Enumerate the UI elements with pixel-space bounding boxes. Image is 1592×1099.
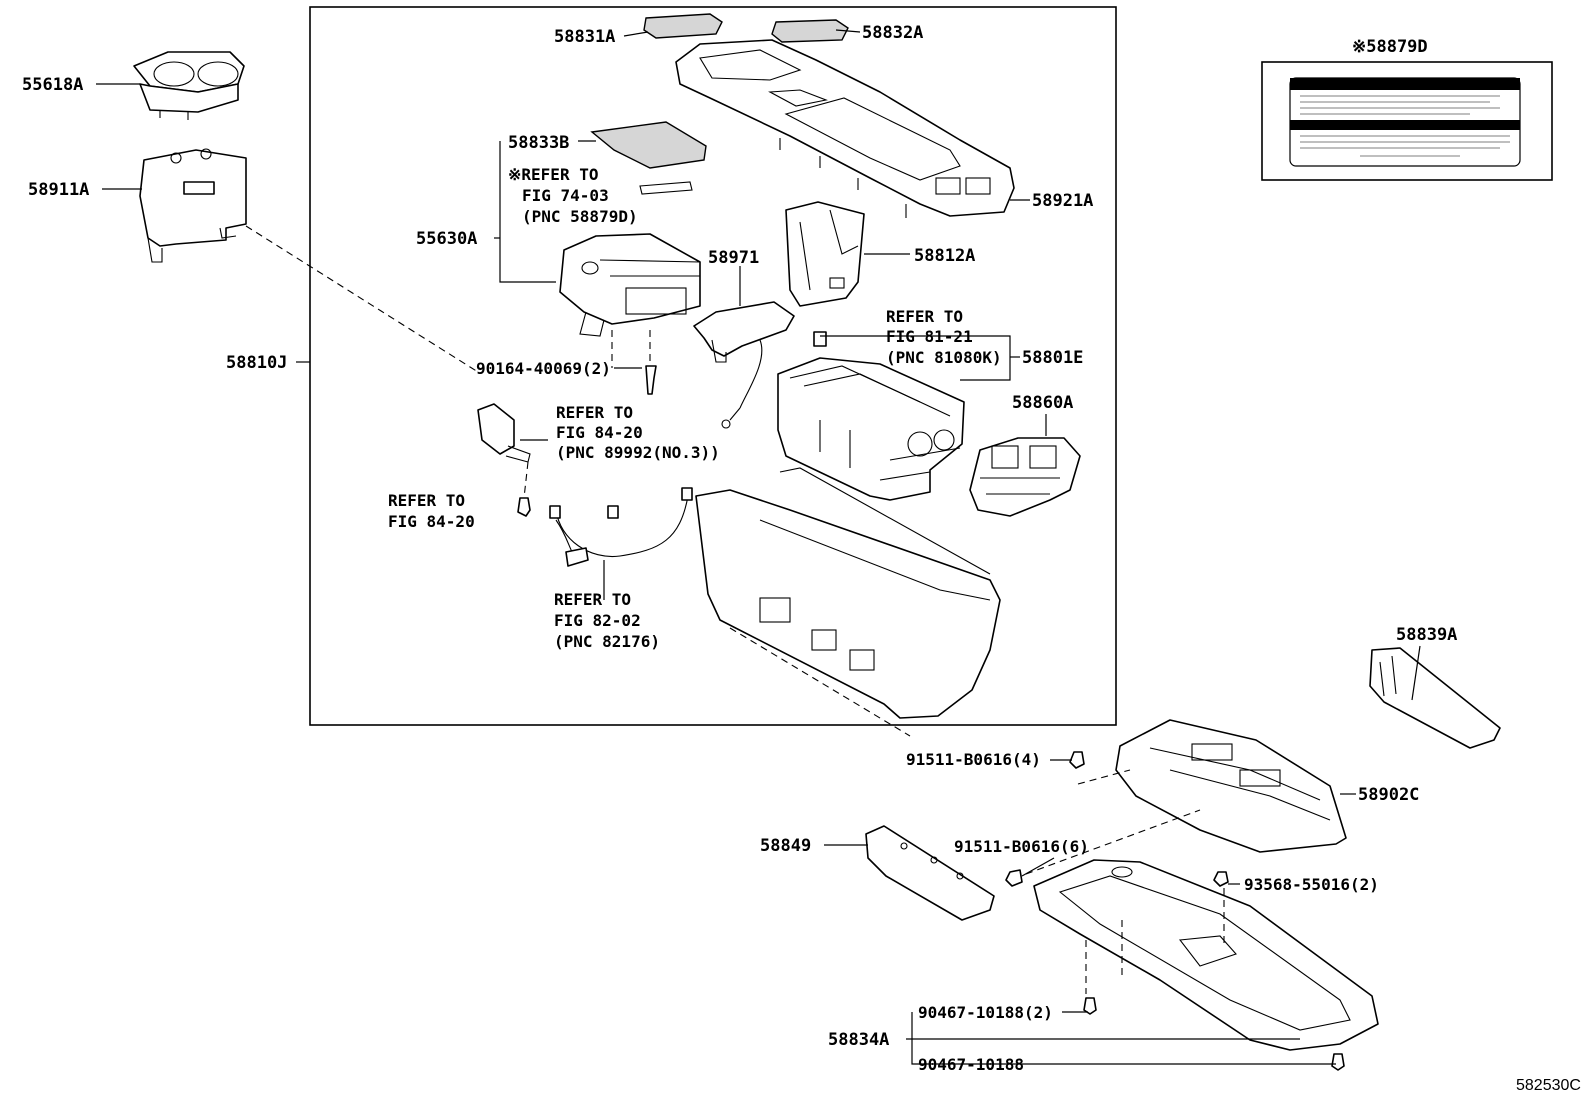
ref-note-1-line2: FIG 74-03 xyxy=(522,186,609,205)
label-58911A: 58911A xyxy=(28,180,89,200)
vent-part xyxy=(969,437,1081,517)
label-55630A: 55630A xyxy=(416,229,477,249)
ref-note-1-line1: ※REFER TO xyxy=(508,165,598,184)
lid-pad-part xyxy=(590,121,707,169)
wire-harness-part xyxy=(549,487,693,567)
label-58921A: 58921A xyxy=(1032,191,1093,211)
ref-note-5-line2: FIG 82-02 xyxy=(554,611,641,630)
ref-pad-part xyxy=(639,181,693,195)
long-tray-part xyxy=(1033,859,1379,1051)
ref-note-2-line2: FIG 81-21 xyxy=(886,327,973,346)
small-pad-parts xyxy=(643,13,849,43)
assembly-frame xyxy=(309,6,1117,726)
label-90467-10188: 90467-10188 xyxy=(918,1055,1024,1074)
label-55618A: 55618A xyxy=(22,75,83,95)
side-panel-part xyxy=(139,148,247,263)
label-58834A: 58834A xyxy=(828,1030,889,1050)
main-box-part xyxy=(777,357,965,501)
bracket-part xyxy=(693,301,795,429)
label-58971: 58971 xyxy=(708,248,759,268)
ref-note-2-line3: (PNC 81080K) xyxy=(886,348,1002,367)
label-58833B: 58833B xyxy=(508,133,569,153)
ref-note-2-line1: REFER TO xyxy=(886,307,963,326)
connector-part xyxy=(813,331,827,347)
ref-note-4-line1: REFER TO xyxy=(388,491,465,510)
dashed-alignment-lines xyxy=(245,225,1225,994)
label-58801E: 58801E xyxy=(1022,348,1083,368)
leader-lines xyxy=(96,29,1421,1065)
label-58879D: ※58879D xyxy=(1352,37,1428,57)
label-90467-10188-2: 90467-10188(2) xyxy=(918,1003,1053,1022)
cup-holder-part xyxy=(133,51,245,120)
upper-panel-part xyxy=(675,39,1015,218)
label-58810J: 58810J xyxy=(226,353,287,373)
label-58839A: 58839A xyxy=(1396,625,1457,645)
label-91511-B0616-4: 91511-B0616(4) xyxy=(906,750,1041,769)
ref-note-5-line1: REFER TO xyxy=(554,590,631,609)
ref-note-3-line3: (PNC 89992(NO.3)) xyxy=(556,443,720,462)
ref-note-1-line3: (PNC 58879D) xyxy=(522,207,638,226)
cup-insert-part xyxy=(785,201,865,307)
ref-note-5-line3: (PNC 82176) xyxy=(554,632,660,651)
label-90164-40069: 90164-40069(2) xyxy=(476,359,611,378)
base-bracket-part xyxy=(1115,719,1347,853)
module-part xyxy=(477,403,531,463)
caution-label-card xyxy=(1261,61,1553,181)
label-93568-55016: 93568-55016(2) xyxy=(1244,875,1379,894)
ref-note-4-line2: FIG 84-20 xyxy=(388,512,475,531)
label-58812A: 58812A xyxy=(914,246,975,266)
illustration-code: 582530C xyxy=(1516,1077,1581,1094)
label-58831A: 58831A xyxy=(554,27,615,47)
label-58860A: 58860A xyxy=(1012,393,1073,413)
label-58902C: 58902C xyxy=(1358,785,1419,805)
side-trim-part xyxy=(865,825,995,921)
ref-note-3-line1: REFER TO xyxy=(556,403,633,422)
label-58832A: 58832A xyxy=(862,23,923,43)
ref-note-3-line2: FIG 84-20 xyxy=(556,423,643,442)
label-58849: 58849 xyxy=(760,836,811,856)
box-assembly-part xyxy=(559,233,701,337)
lower-body-part xyxy=(695,467,1001,719)
rear-trim-part xyxy=(1369,647,1501,749)
label-91511-B0616-6: 91511-B0616(6) xyxy=(954,837,1089,856)
